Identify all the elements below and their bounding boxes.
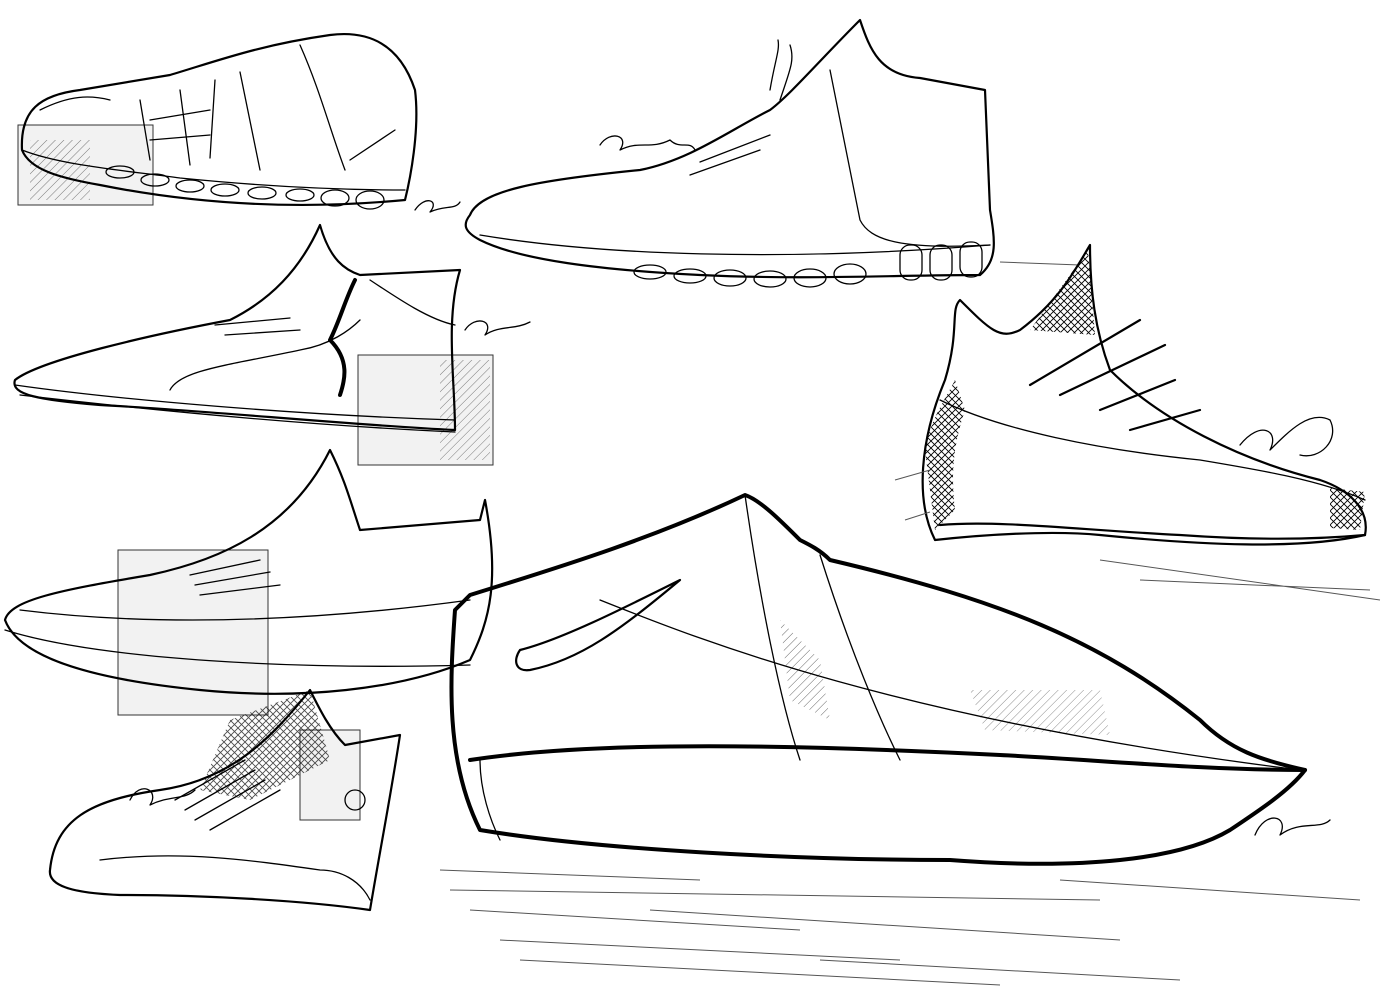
- signatures: [129, 135, 1334, 836]
- signature: [464, 320, 531, 336]
- signature: [129, 788, 196, 806]
- shoe-sketch-runner: [3, 448, 494, 716]
- shoe-sketch-large-swoosh: [439, 493, 1361, 986]
- shoe-sketch-midcut: [48, 688, 402, 912]
- shoe-sketch-shaded-high-top: [894, 243, 1381, 601]
- shoe-sketch-boot: [13, 223, 494, 466]
- signature: [1254, 817, 1331, 836]
- signature: [599, 135, 696, 151]
- shoe-sketch-high-top: [464, 18, 1081, 288]
- signature: [414, 200, 461, 213]
- shoe-sketch-strap-sneaker: [17, 33, 418, 210]
- signature: [1239, 416, 1334, 457]
